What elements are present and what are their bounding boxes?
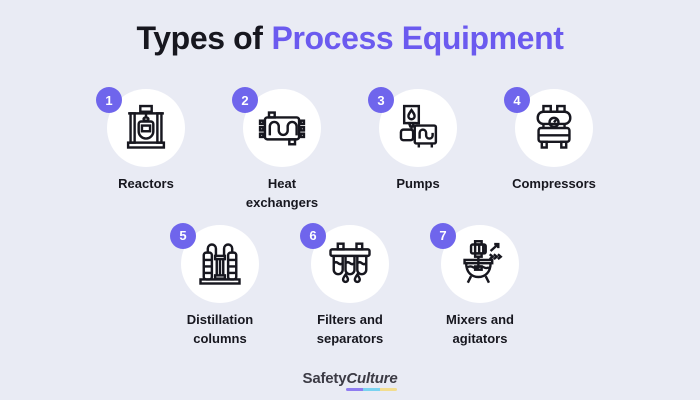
number-badge: 4 bbox=[504, 87, 530, 113]
number-badge: 6 bbox=[300, 222, 326, 249]
equipment-item-compressors: 4 Compressors bbox=[489, 87, 619, 194]
distillation-column-icon bbox=[199, 242, 241, 285]
logo-underline bbox=[346, 388, 398, 391]
icon-circle: 1 bbox=[96, 87, 185, 167]
number-badge: 1 bbox=[96, 87, 122, 113]
number-badge: 2 bbox=[232, 87, 258, 113]
equipment-label: Filters and separators bbox=[316, 311, 384, 346]
equipment-item-mixers-agitators: 7 bbox=[415, 222, 545, 349]
compressor-icon bbox=[536, 104, 572, 149]
equipment-item-pumps: 3 Pumps bbox=[353, 87, 483, 194]
logo-culture-wrap: Culture bbox=[346, 370, 398, 391]
equipment-row-2: 5 bbox=[0, 222, 700, 349]
number-badge: 3 bbox=[368, 87, 394, 113]
equipment-row-1: 1 Reactors 2 bbox=[0, 87, 700, 213]
logo-text-safety: Safety bbox=[302, 370, 347, 387]
filter-separator-icon bbox=[329, 242, 371, 283]
icon-circle: 2 bbox=[232, 87, 321, 167]
number-badge: 5 bbox=[170, 222, 196, 249]
pump-icon bbox=[399, 104, 438, 148]
icon-circle: 6 bbox=[300, 222, 389, 303]
safetyculture-logo: Safety Culture bbox=[303, 370, 398, 391]
icon-circle: 7 bbox=[430, 222, 519, 303]
mixer-agitator-icon bbox=[463, 239, 503, 283]
equipment-label: Compressors bbox=[512, 176, 596, 191]
footer: Safety Culture bbox=[0, 370, 700, 391]
icon-circle: 3 bbox=[368, 87, 457, 167]
equipment-item-distillation-columns: 5 bbox=[155, 222, 285, 349]
icon-circle: 5 bbox=[170, 222, 259, 303]
number-badge: 7 bbox=[430, 222, 456, 249]
equipment-label: Mixers and agitators bbox=[446, 311, 514, 346]
page-title: Types of Process Equipment bbox=[0, 0, 700, 57]
title-prefix: Types of bbox=[136, 20, 263, 56]
equipment-label: Heat exchangers bbox=[245, 176, 319, 210]
infographic-canvas: Types of Process Equipment 1 Reactors bbox=[0, 0, 700, 391]
equipment-item-filters-separators: 6 Filters and separators bbox=[285, 222, 415, 349]
equipment-label: Pumps bbox=[396, 176, 440, 191]
equipment-label: Distillation columns bbox=[186, 311, 254, 346]
title-highlight: Process Equipment bbox=[271, 20, 564, 56]
equipment-label: Reactors bbox=[118, 176, 174, 191]
equipment-item-reactors: 1 Reactors bbox=[81, 87, 211, 194]
icon-circle: 4 bbox=[504, 87, 593, 167]
equipment-item-heat-exchangers: 2 Heat exchangers bbox=[217, 87, 347, 213]
logo-text-culture: Culture bbox=[346, 370, 398, 387]
heat-exchanger-icon bbox=[258, 111, 306, 146]
reactor-icon bbox=[126, 104, 166, 149]
